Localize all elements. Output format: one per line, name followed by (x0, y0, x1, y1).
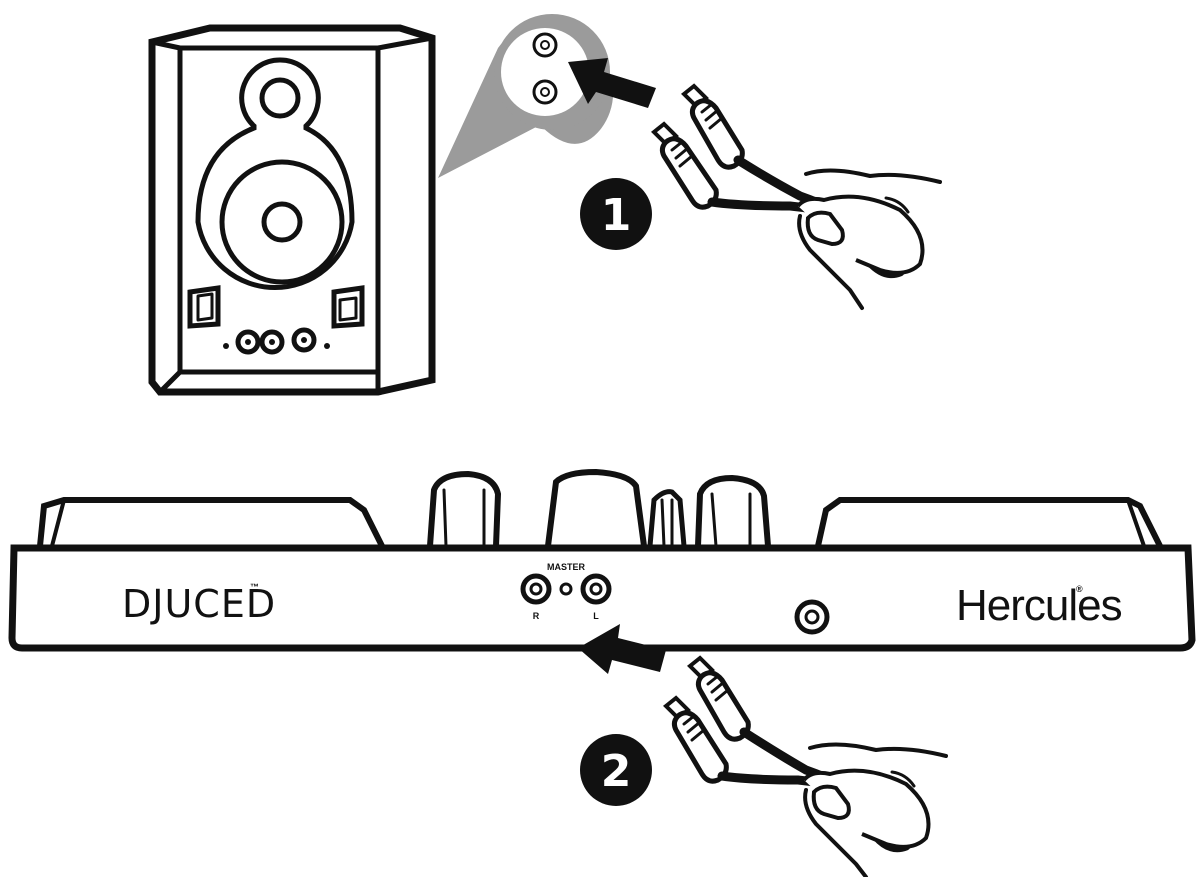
arrow-icon (568, 58, 656, 108)
step-2-badge: 2 (580, 734, 652, 806)
step-2-number: 2 (601, 746, 632, 797)
headphone-jack (794, 599, 830, 635)
step-1-number: 1 (601, 190, 632, 241)
hand-icon (796, 168, 942, 310)
brand-djuced-logo: DJUCED (122, 582, 276, 626)
brand-hercules-registered: ® (1076, 584, 1083, 594)
speaker-icon (148, 14, 614, 396)
speaker-input-jack-bottom (532, 79, 558, 105)
hand-icon (802, 742, 948, 877)
master-output-right-jack (520, 573, 552, 605)
brand-djuced-trademark: ™ (250, 582, 259, 592)
master-output-left-jack (580, 573, 612, 605)
dj-controller-icon: DJUCED ™ Hercules ® MASTER R L (8, 468, 1196, 652)
speaker-input-jack-top (532, 32, 558, 58)
brand-hercules-logo: Hercules (956, 581, 1122, 630)
master-right-label: R (533, 611, 540, 621)
master-label: MASTER (547, 562, 586, 572)
step-1-badge: 1 (580, 178, 652, 250)
master-left-label: L (593, 611, 599, 621)
arrow-icon (578, 624, 666, 674)
